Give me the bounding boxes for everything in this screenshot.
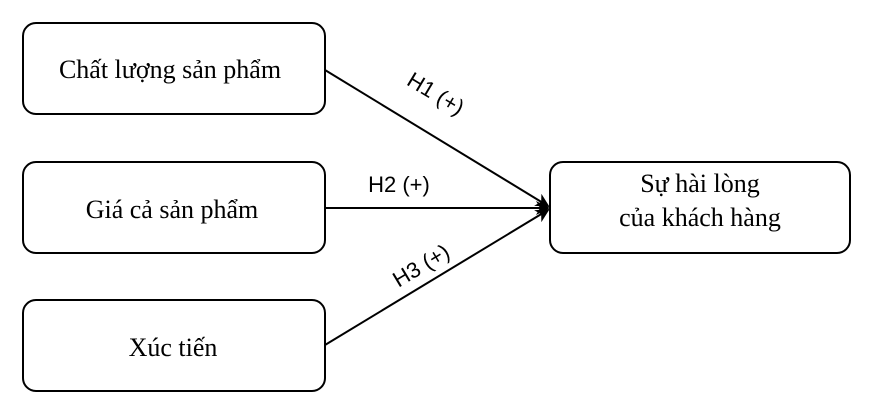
node-quality: Chất lượng sản phẩm (22, 22, 326, 115)
node-satisfaction: Sự hài lòng của khách hàng (549, 161, 851, 254)
edge-h1-label: H1 (+) (403, 67, 469, 120)
node-satisfaction-line2: của khách hàng (619, 203, 781, 232)
node-quality-label: Chất lượng sản phẩm (59, 55, 281, 84)
node-satisfaction-line1: Sự hài lòng (640, 169, 760, 198)
edge-h1-arrow (324, 69, 550, 208)
node-promotion: Xúc tiến (22, 299, 326, 392)
edge-h3-label: H3 (+) (388, 239, 454, 292)
node-price: Giá cả sản phẩm (22, 161, 326, 254)
edge-h2-label: H2 (+) (368, 172, 430, 197)
node-promotion-label: Xúc tiến (129, 333, 218, 362)
node-price-label: Giá cả sản phẩm (86, 195, 259, 224)
edge-h3-arrow (324, 208, 550, 346)
